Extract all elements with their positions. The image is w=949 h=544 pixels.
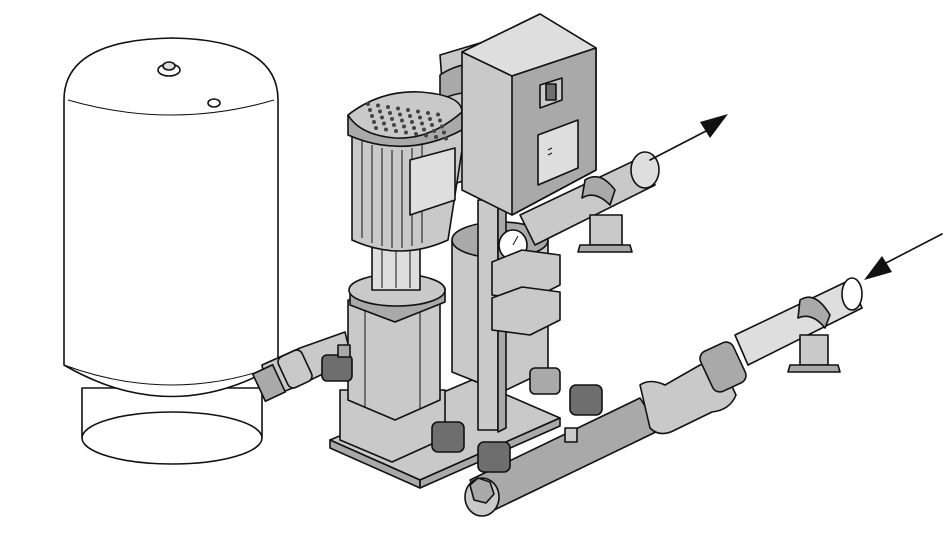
fan-grille-hole [378, 109, 382, 114]
fan-grille-hole [410, 120, 414, 124]
fan-grille-hole [416, 109, 420, 114]
fan-grille-hole [376, 103, 380, 108]
fan-grille-hole [402, 124, 406, 129]
inlet-arrow [864, 233, 943, 280]
discharge-manifold [519, 151, 660, 253]
fan-grille-hole [388, 111, 392, 115]
fan-grille-hole [424, 133, 428, 138]
fan-grille-hole [386, 105, 390, 109]
fan-grille-hole [426, 111, 430, 115]
fan-grille-hole [396, 106, 400, 111]
fan-grille-hole [382, 121, 386, 126]
fan-grille-hole [438, 118, 442, 123]
suction-manifold [464, 277, 863, 517]
fan-grille-hole [368, 108, 372, 112]
fan-grille-hole [430, 123, 434, 127]
fan-grille-hole [444, 136, 448, 141]
vessel-connection [251, 331, 353, 403]
fan-grille-hole [420, 121, 424, 126]
fan-grille-hole [370, 114, 374, 118]
fan-grille-hole [374, 126, 378, 130]
vessel-body [63, 37, 279, 398]
fan-grille-hole [442, 130, 446, 135]
fan-grille [366, 102, 448, 141]
fan-grille-hole [398, 112, 402, 117]
pump-1 [321, 91, 463, 463]
fan-grille-hole [414, 132, 418, 136]
vessel-top-seam [67, 99, 275, 116]
fan-grille-hole [366, 102, 370, 106]
vessel-skirt-rim [81, 411, 263, 465]
fan-grille-hole [440, 124, 444, 129]
vessel-port [207, 98, 221, 108]
fan-grille-hole [380, 115, 384, 120]
vessel-air-valve-cap [162, 61, 176, 71]
fan-grille-hole [434, 135, 438, 139]
fan-grille-hole [372, 120, 376, 124]
fan-grille-hole [436, 112, 440, 117]
pressure-switches [491, 249, 561, 336]
fan-grille-hole [412, 126, 416, 130]
vessel-seam [63, 364, 279, 386]
fan-grille-hole [428, 117, 432, 121]
fan-grille-hole [400, 118, 404, 123]
fan-grille-hole [408, 114, 412, 118]
fan-grille-hole [406, 108, 410, 112]
fan-grille-hole [422, 127, 426, 132]
fan-grille-hole [390, 117, 394, 121]
outlet-arrow [649, 114, 728, 161]
fan-grille-hole [418, 115, 422, 120]
isolation-valves [431, 367, 603, 473]
control-box [461, 13, 597, 433]
fan-grille-hole [394, 129, 398, 133]
pressure-vessel [63, 37, 279, 465]
fan-grille-hole [392, 123, 396, 127]
fan-grille-hole [384, 127, 388, 132]
fan-grille-hole [404, 130, 408, 135]
fan-grille-hole [432, 129, 436, 133]
